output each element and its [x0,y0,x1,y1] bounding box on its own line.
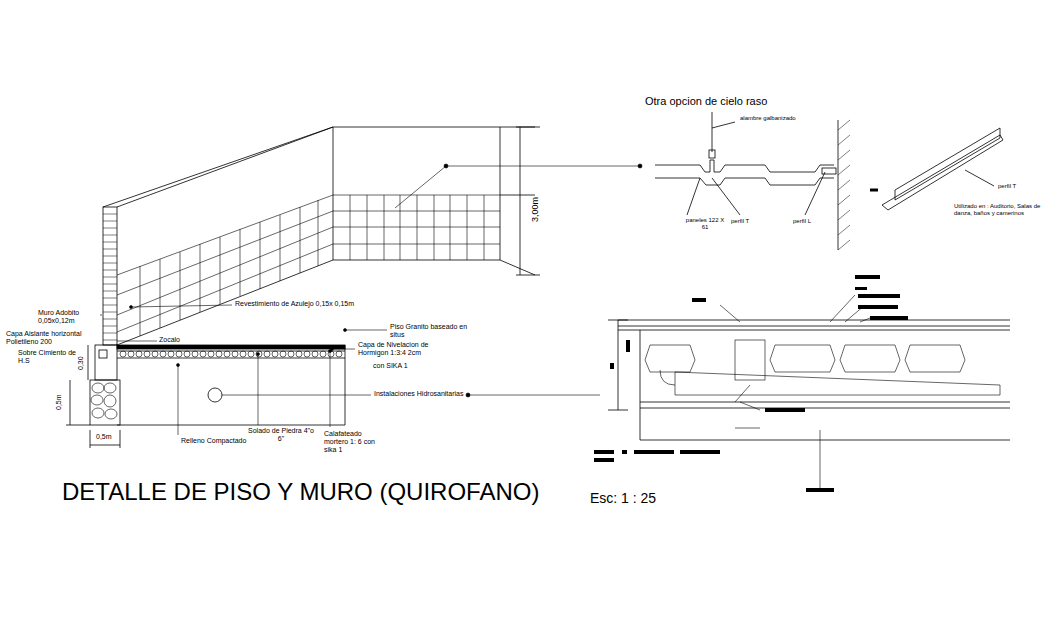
part-label: Revestimiento de Azulejo 0,15x 0,15m [235,300,355,308]
part-label: perfil T [731,218,749,225]
part-label: Sobre Cimiento de H.S [18,349,76,365]
drawing-title: DETALLE DE PISO Y MURO (QUIROFANO) [62,478,539,506]
part-label: Capa de Nivelacion de Hormigon 1:3:4 2cm [358,341,436,357]
section-heading: Otra opcion de cielo raso [645,95,767,108]
part-label: alambre galbanizado [740,115,796,122]
part-label: Muro Adobito 0,05x0,12m [38,309,100,325]
part-label: con SIKA 1 [373,362,408,370]
scale-note: Esc: 1 : 25 [590,490,656,506]
part-label: perfil L [793,218,811,225]
part-label: paneles 122 X 61 [684,217,726,231]
part-label: Zocalo [159,336,180,344]
part-label: Piso Granito baseado en situs [390,323,472,339]
dimension: 3,00m [530,197,540,222]
dimension: 0,5m [96,433,112,441]
part-label: Relleno Compactado [181,437,246,445]
dimension: 0,5m [55,394,63,410]
part-label: Solado de Piedra 4"o 6" [246,427,316,443]
part-label: Capa Aislante horizontal Polietileno 200 [6,330,92,346]
note: Utilizado en : Auditorio, Salas de danza… [954,203,1046,217]
part-label: Calafateado mortero 1: 6 con sika 1 [324,430,378,454]
dimension: 0,30 [77,356,85,370]
part-label: Instalaciones Hidrosanitarias [374,390,464,398]
part-label: perfil T [998,183,1016,190]
